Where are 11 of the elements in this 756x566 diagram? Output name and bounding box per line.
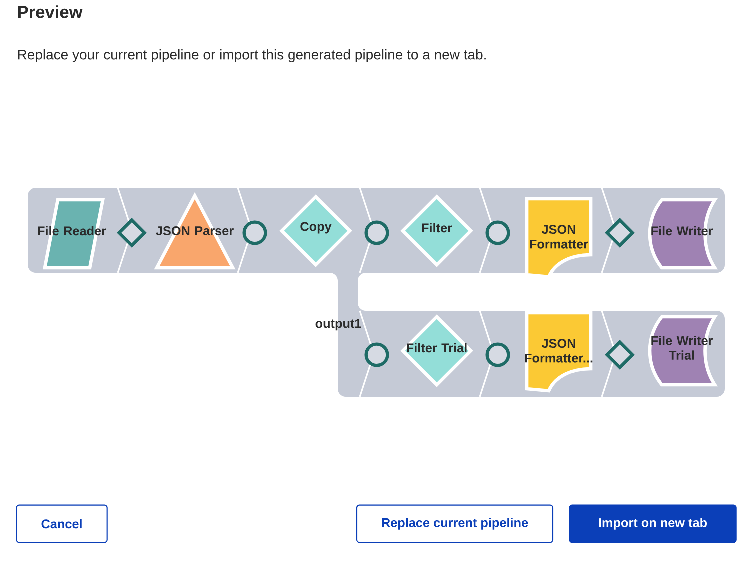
- button: Replace current pipeline: [356, 504, 554, 544]
- dialog-title: Preview: [18, 6, 83, 18]
- port-circle: [242, 220, 268, 246]
- description-text: Replace your current pipeline or import this generated pipeline to a new tab.: [18, 49, 486, 63]
- port-circle: [486, 220, 510, 246]
- button: Cancel: [16, 504, 108, 544]
- port-circle: [364, 220, 390, 246]
- port-label: output1: [316, 319, 362, 331]
- port-circle: [364, 342, 390, 368]
- port-circle: [486, 342, 510, 368]
- button: Import on new tab: [569, 504, 737, 544]
